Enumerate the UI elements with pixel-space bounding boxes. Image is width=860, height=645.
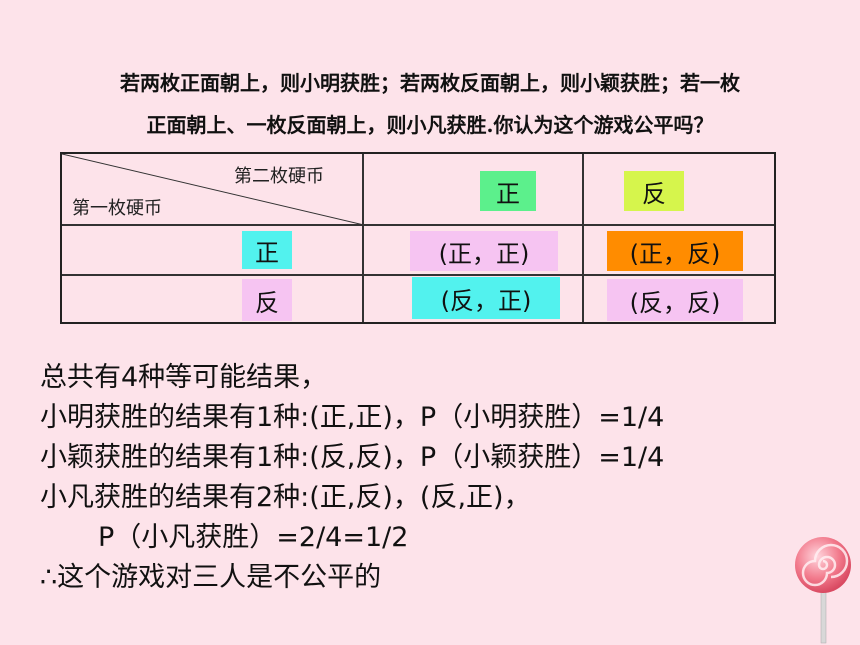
second-coin-label: 第二枚硬币 (234, 166, 324, 187)
cell-tails-heads: (反，正) (412, 277, 560, 319)
outcome-table: 第二枚硬币 第一枚硬币 正 反 正 反 (正，正) (正，反) (反，正) (反… (60, 152, 776, 324)
first-coin-label: 第一枚硬币 (72, 198, 162, 219)
solution-line-5: P（小凡获胜）=2/4=1/2 (98, 522, 409, 553)
table-divider (62, 274, 774, 276)
col-head-tails: 反 (624, 171, 684, 211)
solution-line-1: 总共有4种等可能结果， (40, 362, 328, 393)
solution-line-6: ∴这个游戏对三人是不公平的 (40, 562, 382, 593)
question-line-2: 正面朝上、一枚反面朝上，则小凡获胜.你认为这个游戏公平吗？ (146, 113, 714, 137)
row-head-tails: 反 (242, 279, 292, 321)
col-head-heads: 正 (480, 171, 536, 211)
solution-line-3: 小颖获胜的结果有1种:(反,反)，P（小颖获胜）=1/4 (40, 442, 665, 473)
row-head-heads: 正 (242, 231, 292, 269)
table-divider (62, 224, 774, 226)
lollipop-icon (795, 537, 851, 644)
header-diagonal-line (62, 154, 364, 225)
table-divider (362, 154, 364, 322)
solution-line-2: 小明获胜的结果有1种:(正,正)，P（小明获胜）=1/4 (40, 402, 665, 433)
question-text: 若两枚正面朝上，则小明获胜；若两枚反面朝上，则小颖获胜；若一枚 正面朝上、一枚反… (30, 62, 830, 146)
cell-heads-heads: (正，正) (410, 231, 558, 271)
table-divider (582, 154, 584, 322)
solution-line-4: 小凡获胜的结果有2种:(正,反)，(反,正)， (40, 482, 531, 513)
cell-heads-tails: (正，反) (607, 231, 743, 271)
question-line-1: 若两枚正面朝上，则小明获胜；若两枚反面朝上，则小颖获胜；若一枚 (120, 71, 740, 95)
cell-tails-tails: (反，反) (607, 279, 743, 321)
solution-text: 总共有4种等可能结果， 小明获胜的结果有1种:(正,正)，P（小明获胜）=1/4… (40, 358, 664, 598)
